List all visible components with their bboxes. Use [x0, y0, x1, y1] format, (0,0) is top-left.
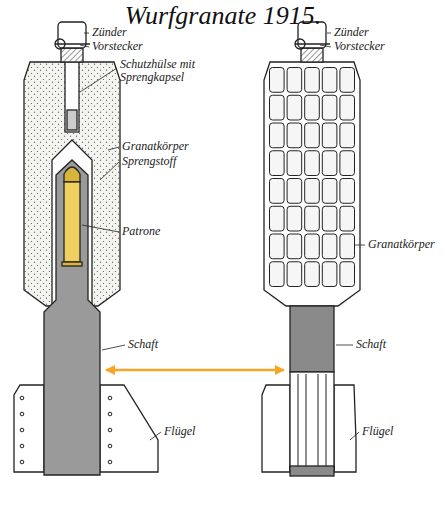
fin — [334, 385, 356, 472]
body-segment — [270, 179, 285, 204]
shaft — [44, 160, 100, 475]
part-label: Zünder — [334, 26, 369, 39]
rivet — [108, 428, 112, 432]
shaft-groove — [305, 374, 306, 466]
body-segment — [340, 123, 355, 148]
body-segment — [270, 123, 285, 148]
part-label: Flügel — [362, 425, 393, 438]
detonator-sleeve — [65, 62, 79, 132]
fin — [14, 385, 44, 472]
part-label: Zünder — [92, 26, 127, 39]
part-label: Patrone — [122, 225, 160, 238]
body-segment — [305, 151, 320, 176]
body-segment — [270, 151, 285, 176]
body-segment — [322, 262, 337, 287]
body-segment — [340, 206, 355, 231]
part-label: Granatkörper — [368, 238, 435, 251]
body-segment — [287, 151, 302, 176]
body-segment — [287, 262, 302, 287]
body-segment — [322, 123, 337, 148]
body-segment — [322, 179, 337, 204]
cartridge-tip — [64, 167, 80, 182]
shaft-groove — [297, 374, 298, 466]
body-segment — [270, 68, 285, 93]
body-segment — [322, 206, 337, 231]
body-segment — [287, 95, 302, 120]
rivet — [20, 444, 24, 448]
rivet — [20, 428, 24, 432]
comparison-arrow — [106, 369, 284, 372]
rivet — [20, 396, 24, 400]
part-label: Schaft — [356, 338, 386, 351]
body-segment — [322, 234, 337, 259]
body-segment — [340, 68, 355, 93]
fuze-neck — [301, 48, 323, 62]
body-segment — [287, 206, 302, 231]
rivet — [20, 412, 24, 416]
body-segment — [340, 179, 355, 204]
fin — [100, 385, 158, 472]
body-segment — [270, 206, 285, 231]
fin — [262, 385, 290, 472]
body-segment — [322, 151, 337, 176]
rivet — [108, 412, 112, 416]
body-segment — [305, 234, 320, 259]
body-segment — [305, 262, 320, 287]
part-label: Sprengstoff — [122, 155, 176, 168]
body-segment — [322, 95, 337, 120]
part-label: Vorstecker — [334, 40, 385, 53]
cartridge-rim — [62, 262, 82, 266]
safety-pin — [295, 43, 330, 44]
section-view — [14, 22, 158, 475]
body-segment — [270, 234, 285, 259]
body-segment — [305, 95, 320, 120]
body-segment — [340, 95, 355, 120]
cartridge — [64, 182, 80, 262]
grenade-body — [264, 62, 360, 306]
body-segment — [287, 68, 302, 93]
leader-lines — [80, 33, 365, 440]
body-segment — [305, 68, 320, 93]
shaft-groove — [317, 374, 318, 466]
body-segment — [322, 68, 337, 93]
body-segment — [340, 234, 355, 259]
safety-pin — [55, 43, 90, 44]
fuze-neck — [61, 48, 83, 62]
body-segment — [305, 206, 320, 231]
shaft — [290, 306, 334, 372]
body-segment — [287, 234, 302, 259]
shaft-tube — [290, 372, 334, 472]
part-label: Flügel — [164, 425, 195, 438]
external-view — [262, 22, 360, 476]
diagram-title: Wurfgranate 1915. — [0, 0, 446, 32]
part-label: Granatkörper — [122, 140, 189, 153]
part-label: Schutzhülse mit Sprengkapsel — [120, 58, 212, 84]
body-segment — [305, 179, 320, 204]
shaft-end — [290, 466, 334, 476]
body-segment — [287, 179, 302, 204]
detonator — [67, 110, 77, 130]
shaft-groove — [325, 374, 326, 466]
body-segment — [340, 262, 355, 287]
body-segment — [270, 262, 285, 287]
rivet — [108, 460, 112, 464]
rivet — [108, 444, 112, 448]
rivet — [20, 460, 24, 464]
rivet — [108, 396, 112, 400]
body-segment — [305, 123, 320, 148]
body-segment — [270, 95, 285, 120]
part-label: Schaft — [128, 338, 158, 351]
part-label: Vorstecker — [92, 40, 143, 53]
body-segment — [287, 123, 302, 148]
body-segment — [340, 151, 355, 176]
